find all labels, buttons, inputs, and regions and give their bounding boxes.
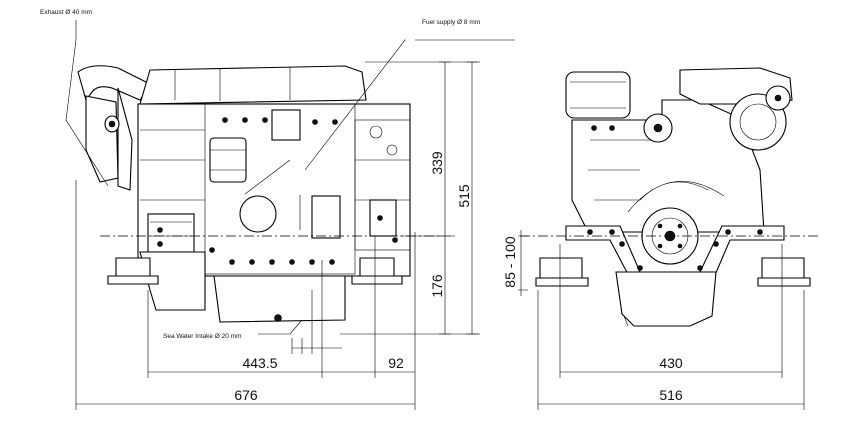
exhaust-label: Exhaust Ø 40 mm — [40, 9, 92, 16]
block-bolts — [157, 117, 398, 265]
front-oil-pan — [615, 271, 717, 327]
dim-430: 430 — [659, 355, 683, 371]
front-dimensions — [518, 230, 805, 410]
front-bolts — [587, 125, 763, 271]
gearbox — [139, 251, 206, 311]
front-mounts — [535, 257, 811, 287]
air-filter-box — [565, 71, 631, 119]
dim-85-100: 85 - 100 — [502, 236, 518, 288]
side-view — [77, 65, 440, 323]
fuel-filter — [209, 137, 247, 183]
oil-filter — [239, 195, 277, 233]
dim-516: 516 — [659, 387, 683, 403]
exhaust-elbow — [77, 65, 151, 191]
side-dimensions — [65, 20, 515, 410]
side-mounts — [107, 257, 403, 285]
front-view — [520, 67, 820, 327]
dim-339: 339 — [429, 151, 445, 175]
dim-676: 676 — [234, 387, 258, 403]
dim-176: 176 — [429, 274, 445, 298]
heat-exchanger — [679, 67, 793, 151]
valve-cover — [139, 65, 367, 105]
sea-water-intake-label: Sea Water Intake Ø 20 mm — [163, 333, 242, 340]
dim-515: 515 — [456, 184, 472, 208]
dim-443-5: 443.5 — [242, 355, 277, 371]
dim-92: 92 — [388, 355, 404, 371]
fuel-supply-label: Fuel supply Ø 8 mm — [422, 19, 480, 26]
